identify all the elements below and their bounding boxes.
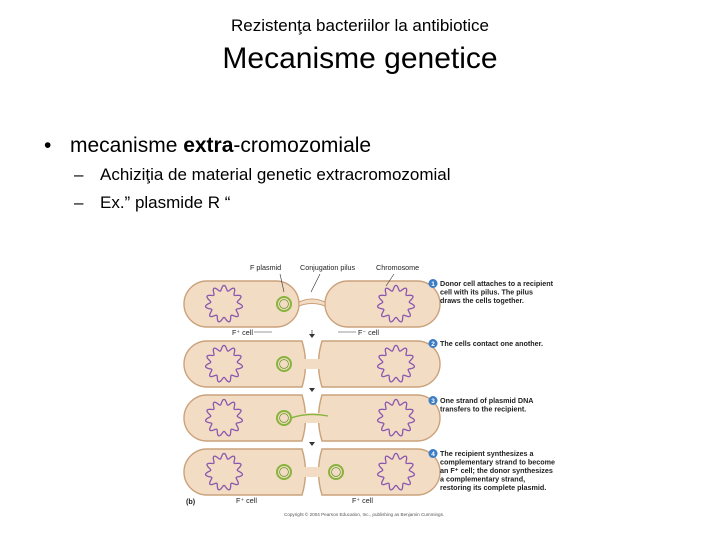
step-1-line-1: Donor cell attaches to a recipient — [440, 279, 554, 288]
flow-arrowhead-3 — [309, 442, 315, 446]
step-number-1: 1 — [431, 281, 435, 288]
subitem-2: –Ex.” plasmide R “ — [74, 193, 230, 213]
recipient-cell-1 — [324, 280, 441, 328]
transferring-strand — [290, 413, 329, 419]
recipient-chromosome-3 — [376, 398, 416, 437]
cell-bridge-3 — [301, 413, 323, 423]
pilus-leader — [310, 273, 321, 293]
recipient-chromosome-4 — [376, 452, 416, 491]
f-plasmid-label: F plasmid — [250, 263, 281, 272]
chromosome-leader — [385, 273, 395, 287]
f-plus-cell-bottom-right: F⁺ cell — [352, 496, 373, 505]
subitem-1: –Achiziţia de material genetic extracrom… — [74, 165, 451, 185]
step-4-line-2: complementary strand to become — [440, 458, 555, 467]
step-number-4: 4 — [431, 451, 435, 458]
donor-cell-3 — [183, 394, 307, 442]
donor-cell-4 — [183, 448, 307, 496]
donor-chromosome-1 — [204, 284, 244, 323]
bullet-suffix: -cromozomiale — [233, 134, 372, 157]
recipient-plasmid-4-inner — [331, 467, 341, 477]
step-number-2: 2 — [431, 341, 435, 348]
recipient-chromosome-1 — [376, 284, 416, 323]
slide-subtitle: Rezistenţa bacteriilor la antibiotice — [231, 16, 489, 35]
step-badge-1 — [428, 279, 438, 288]
step-3-line-1: One strand of plasmid DNA — [440, 396, 533, 405]
subitem-text: Achiziţia de material genetic extracromo… — [100, 165, 451, 184]
subitem-dash: – — [74, 193, 84, 212]
step-4-line-3: an F⁺ cell; the donor synthesizes — [440, 466, 553, 475]
donor-plasmid-4-inner — [279, 467, 289, 477]
flow-arrows — [309, 330, 315, 446]
donor-cell-2 — [183, 340, 307, 388]
bullet-prefix: mecanisme — [70, 134, 184, 157]
f-minus-cell-label: F⁻ cell — [358, 328, 379, 337]
donor-chromosome-4 — [204, 452, 244, 491]
flow-arrowhead-2 — [309, 388, 315, 392]
conjugation-figure: F plasmid Conjugation pilus Chromosome F… — [183, 263, 555, 517]
copyright: Copyright © 2004 Pearson Education, Inc.… — [284, 511, 444, 517]
donor-plasmid-2-inner — [279, 359, 289, 369]
step-3-line-2: transfers to the recipient. — [440, 405, 526, 414]
donor-plasmid-4 — [276, 464, 292, 480]
step-badge-3 — [428, 396, 438, 405]
step-1-line-3: draws the cells together. — [440, 296, 524, 305]
step-4-line-5: restoring its complete plasmid. — [440, 483, 546, 492]
step-number-3: 3 — [431, 398, 435, 405]
donor-plasmid-2 — [276, 356, 292, 372]
step-4-line-1: The recipient synthesizes a — [440, 449, 534, 458]
panel-label: (b) — [186, 497, 196, 506]
subitem-dash: – — [74, 165, 84, 184]
step-badge-4 — [428, 449, 438, 458]
recipient-plasmid-4 — [328, 464, 344, 480]
donor-plasmid-1-inner — [279, 299, 289, 309]
donor-plasmid-1 — [276, 296, 292, 312]
cell-bridge-2 — [301, 359, 323, 369]
subitem-text: Ex.” plasmide R “ — [100, 193, 231, 212]
donor-chromosome-2 — [204, 344, 244, 383]
donor-chromosome-3 — [204, 398, 244, 437]
f-plus-cell-bottom-left: F⁺ cell — [236, 496, 257, 505]
conjugation-pilus-label: Conjugation pilus — [300, 263, 356, 272]
chromosome-label: Chromosome — [376, 263, 419, 272]
step-badge-2 — [428, 339, 438, 348]
donor-cell-1 — [183, 280, 300, 328]
bullet-bold: extra — [183, 134, 234, 157]
cell-bridge-4 — [301, 467, 323, 477]
step-4-line-4: a complementary strand, — [440, 475, 525, 484]
conjugation-pilus — [298, 298, 326, 307]
step-2-line-1: The cells contact one another. — [440, 339, 543, 348]
donor-plasmid-3-inner — [279, 413, 289, 423]
f-plasmid-leader — [279, 273, 285, 293]
recipient-chromosome-2 — [376, 344, 416, 383]
f-plus-cell-label: F⁺ cell — [232, 328, 253, 337]
step-1-line-2: cell with its pilus. The pilus — [440, 288, 533, 297]
bullet-symbol: • — [44, 134, 52, 157]
flow-arrowhead-1 — [309, 334, 315, 338]
bullet-item: • mecanisme extra-cromozomiale — [44, 134, 371, 158]
slide-title: Mecanisme genetice — [222, 42, 498, 75]
step-descriptions: 1 Donor cell attaches to a recipientcell … — [428, 279, 555, 492]
